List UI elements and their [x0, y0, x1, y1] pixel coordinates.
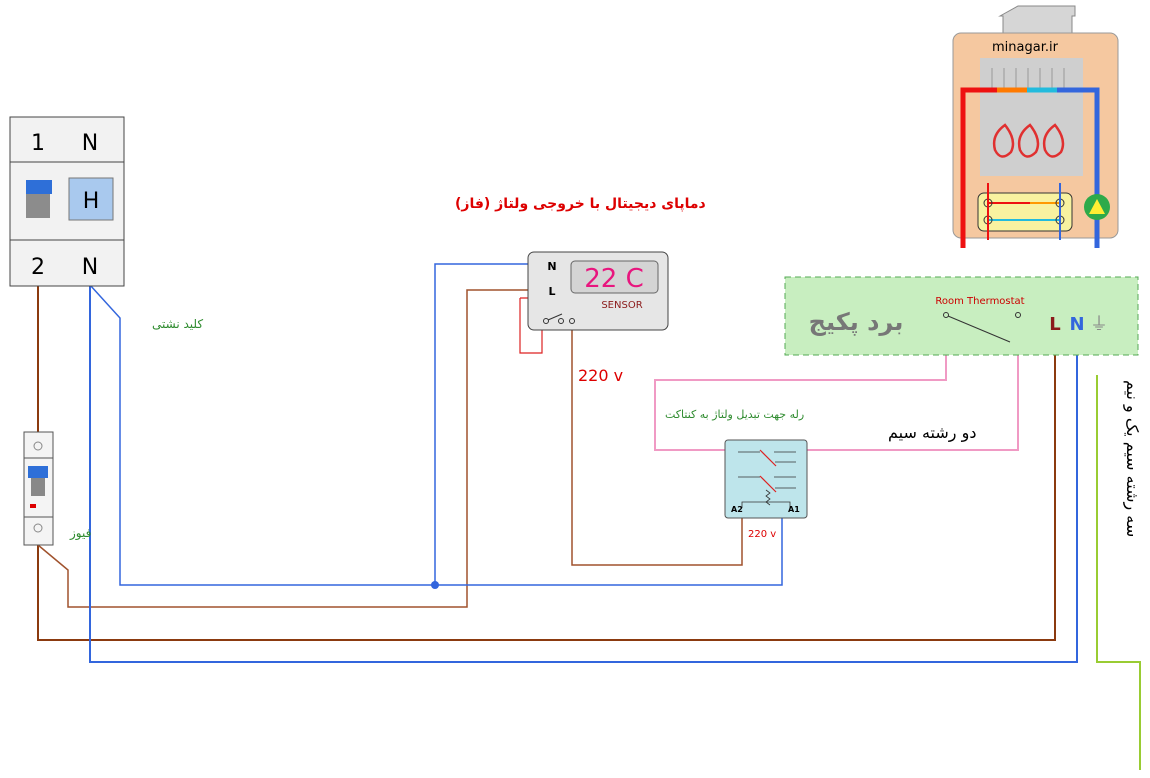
board-n: N — [1069, 314, 1084, 335]
boiler-board: برد پکیج Room Thermostat L N ⏚ — [784, 276, 1139, 356]
junction-dot — [431, 581, 439, 589]
relay-a1: A1 — [788, 505, 800, 514]
neutral-wire-main — [89, 285, 1078, 663]
thermostat-sensor: SENSOR — [601, 300, 642, 311]
board-l: L — [1049, 314, 1060, 335]
label-main-switch: کلید نشتی — [152, 317, 203, 331]
breaker-label-2: 2 — [31, 255, 45, 280]
relay-a2: A2 — [731, 505, 743, 514]
live-wire-main — [37, 285, 1056, 641]
fuse — [23, 431, 54, 546]
thermostat-n: N — [547, 260, 556, 273]
board-ground: ⏚ — [1090, 314, 1108, 335]
thermostat-l: L — [548, 285, 555, 298]
thermostat: N L 22 C SENSOR — [527, 251, 669, 331]
label-two-wire: دو رشته سیم — [888, 423, 976, 443]
relay-voltage: 220 v — [748, 529, 776, 540]
breaker-label-n-bottom: N — [82, 255, 98, 280]
breaker-handle-label: H — [83, 189, 100, 214]
label-voltage-1: 220 v — [578, 366, 623, 385]
board-title: برد پکیج — [809, 308, 904, 336]
output-wire-relay — [571, 320, 743, 566]
breaker-label-n-top: N — [82, 131, 98, 156]
label-fuse: فیوز — [69, 526, 91, 541]
thermostat-display: 22 C — [584, 264, 644, 294]
thermostat-title: دماپای دیجیتال با خروجی ولتاژ (فاز) — [455, 196, 706, 212]
boiler-brand: minagar.ir — [992, 40, 1059, 55]
relay: A2 A1 — [724, 439, 808, 519]
breaker-label-1: 1 — [31, 131, 45, 156]
live-wire-thermostat — [37, 289, 540, 608]
wires — [37, 263, 1141, 770]
board-room-thermostat: Room Thermostat — [935, 296, 1024, 307]
neutral-wire-thermostat — [89, 263, 540, 586]
label-three-wire: سه رشته سیم یک و نیم — [1122, 380, 1142, 537]
relay-caption: رله جهت تبدیل ولتاژ به کنتاکت — [665, 408, 804, 421]
signal-wire-2 — [800, 318, 1019, 451]
earth-wire — [1096, 375, 1141, 770]
boiler: minagar.ir — [952, 5, 1119, 248]
main-breaker: 1 N H 2 N — [9, 116, 125, 287]
signal-wire-1 — [654, 318, 947, 451]
neutral-wire-relay — [435, 515, 783, 586]
